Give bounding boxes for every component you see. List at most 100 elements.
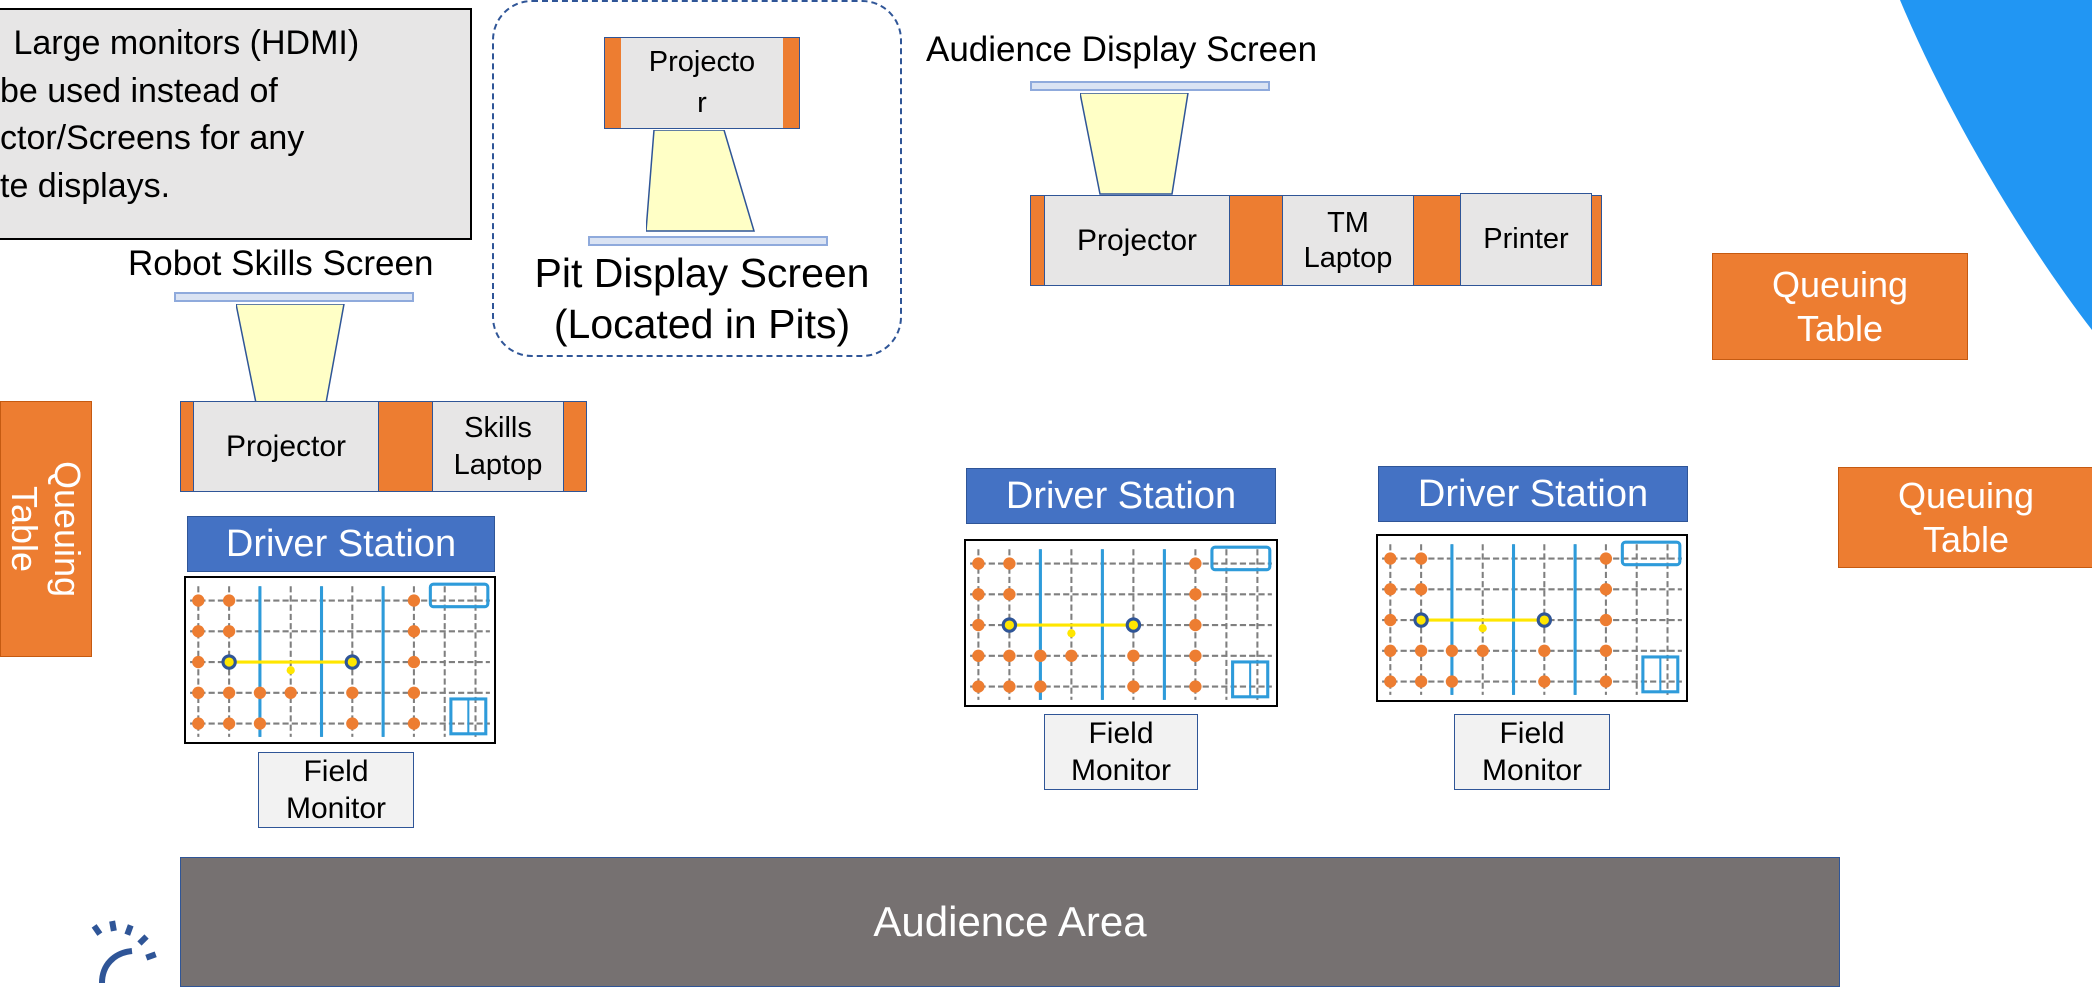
queuing-left-line-2: Table (4, 485, 45, 573)
field-3 (1376, 534, 1688, 702)
skills-laptop-label-2: Laptop (453, 448, 543, 481)
field-token (1476, 644, 1489, 657)
field-token (1414, 675, 1428, 688)
field-token (192, 717, 205, 730)
driver-station-2-label: Driver Station (1005, 474, 1237, 517)
field-token (1189, 588, 1202, 601)
field-token (1599, 675, 1613, 688)
start-zone (1620, 540, 1682, 567)
audience-screen-label: Audience Display Screen (926, 30, 1318, 69)
printer: Printer (1460, 193, 1592, 286)
field-token (1414, 552, 1428, 565)
pit-label: Pit Display Screen (Located in Pits) (500, 248, 904, 351)
queuing-left-line-1: Queuing (47, 460, 89, 598)
skills-screen-label: Robot Skills Screen (128, 244, 434, 283)
field-token (972, 588, 985, 601)
field-token (1384, 644, 1397, 657)
field-token (1599, 552, 1613, 565)
field-token (972, 557, 985, 570)
printer-label: Printer (1483, 223, 1569, 255)
field-token (972, 680, 985, 693)
audience-projector: Projector (1044, 195, 1230, 286)
driver-station-3-label: Driver Station (1417, 472, 1649, 515)
queuing-table-right-top: Queuing Table (1712, 253, 1968, 360)
audience-screen (1030, 81, 1270, 91)
queuing-rt-line-2: Table (1796, 307, 1884, 349)
field-grid-icon (1382, 540, 1682, 695)
field-goal (1478, 624, 1487, 633)
pit-label-line-1: Pit Display Screen (534, 250, 870, 296)
field-token (407, 717, 421, 730)
field-token (346, 717, 359, 730)
field-token (1189, 649, 1202, 662)
queuing-table-right-bottom: Queuing Table (1838, 467, 2092, 568)
driver-station-1: Driver Station (187, 516, 495, 572)
field-token (222, 717, 236, 730)
field-monitor-1-line-1: Field (303, 754, 369, 788)
field-token (972, 649, 985, 662)
corner-decoration (1900, 0, 2092, 330)
pit-label-line-2: (Located in Pits) (553, 301, 851, 348)
pit-projector: Projecto r (604, 37, 800, 129)
audience-projector-label: Projector (1076, 223, 1198, 257)
field-monitor-3-line-2: Monitor (1481, 754, 1583, 787)
field-token (1189, 680, 1202, 693)
field-goal (286, 666, 295, 675)
field-token (1384, 675, 1397, 688)
field-token (253, 686, 267, 699)
field-token (222, 625, 236, 638)
field-goal (1067, 629, 1076, 638)
field-monitor-3-line-1: Field (1499, 716, 1565, 750)
field-grid-icon (970, 545, 1272, 700)
field-token (1003, 588, 1016, 601)
skills-projector: Projector (193, 401, 379, 492)
driver-station-3: Driver Station (1378, 466, 1688, 522)
field-goal (1125, 617, 1142, 633)
pit-display-group (492, 0, 902, 357)
field-token (192, 625, 205, 638)
note-line-3: ctor/Screens for any (0, 119, 305, 158)
field-token (1127, 680, 1140, 693)
field-monitor-2-line-1: Field (1088, 716, 1154, 750)
field-token (1599, 644, 1613, 657)
field-goal (1001, 617, 1018, 633)
field-token (222, 594, 236, 607)
field-token (1384, 613, 1397, 627)
field-token (1414, 583, 1428, 596)
field-monitor-1: Field Monitor (258, 752, 414, 828)
field-token (407, 686, 421, 699)
pit-projector-beam (646, 130, 756, 232)
queuing-rb-line-1: Queuing (1897, 475, 2035, 517)
tm-laptop-label-2: Laptop (1303, 241, 1393, 274)
field-token (1034, 680, 1047, 693)
field-token (1445, 644, 1459, 657)
field-token (192, 655, 205, 669)
field-token (284, 686, 297, 699)
note-line-1: Large monitors (HDMI) (4, 24, 360, 62)
field-token (222, 686, 236, 699)
driver-station-2: Driver Station (966, 468, 1276, 524)
skills-laptop: Skills Laptop (432, 401, 564, 492)
field-token (1384, 583, 1397, 596)
field-token (192, 594, 205, 607)
field-goal (1413, 612, 1429, 628)
field-1 (184, 576, 496, 744)
field-monitor-2-line-2: Monitor (1070, 754, 1172, 787)
queuing-rb-line-2: Table (1922, 518, 2010, 560)
start-zone (428, 582, 490, 609)
skills-laptop-label-1: Skills (464, 412, 532, 445)
pit-projector-label-2: r (697, 87, 707, 119)
note-box: Large monitors (HDMI) be used instead of… (0, 8, 472, 240)
audience-projector-beam (1080, 93, 1189, 195)
field-token (1189, 557, 1202, 570)
skills-screen (174, 292, 414, 302)
note-line-2: be used instead of (0, 71, 278, 110)
field-token (972, 618, 985, 632)
driver-station-1-label: Driver Station (225, 522, 457, 565)
pit-projector-label-1: Projecto (648, 46, 756, 79)
field-monitor-1-line-2: Monitor (285, 792, 387, 825)
skills-projector-label: Projector (225, 429, 347, 463)
logo-gear-icon (91, 920, 157, 983)
field-2 (964, 539, 1278, 707)
field-monitor-2: Field Monitor (1044, 714, 1198, 790)
